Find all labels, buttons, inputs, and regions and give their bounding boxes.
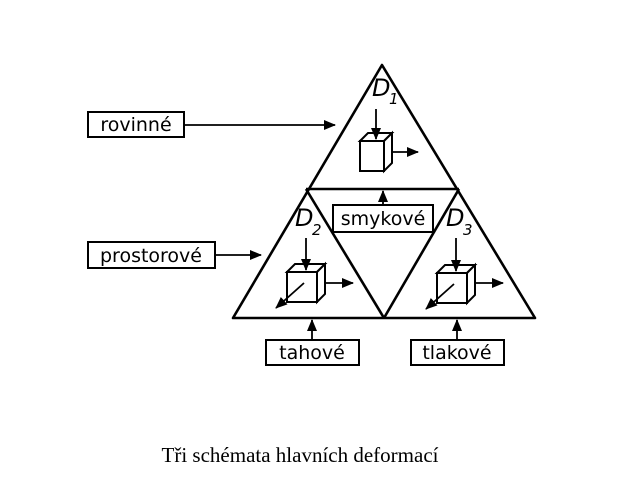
label-smykove: smykové — [341, 208, 426, 230]
label-rovinne: rovinné — [100, 114, 171, 136]
node-label-d1: D 1 — [372, 74, 399, 108]
label-tahove: tahové — [279, 342, 345, 364]
svg-text:D: D — [372, 74, 390, 102]
arrow-d3-diagonal — [425, 283, 455, 310]
caption: Tři schémata hlavních deformací — [161, 443, 439, 467]
node-label-d2: D 2 — [295, 204, 322, 239]
label-box-rovinne — [87, 111, 185, 138]
svg-text:D: D — [295, 204, 313, 232]
inner-divider-right — [382, 188, 461, 319]
node-label-d3: D 3 — [446, 204, 473, 239]
inner-divider-left — [304, 188, 386, 319]
outer-triangle — [231, 63, 537, 320]
arrow-d2-diagonal — [275, 282, 305, 309]
label-box-smykove — [332, 204, 434, 233]
svg-text:2: 2 — [312, 221, 322, 239]
label-tlakove: tlakové — [422, 342, 491, 364]
label-prostorove: prostorové — [100, 245, 202, 267]
label-box-prostorove — [87, 241, 216, 269]
svg-text:3: 3 — [463, 221, 473, 239]
label-box-tahove — [265, 339, 360, 366]
svg-text:1: 1 — [389, 90, 399, 108]
svg-text:D: D — [446, 204, 464, 232]
cube-d2 — [284, 261, 328, 305]
